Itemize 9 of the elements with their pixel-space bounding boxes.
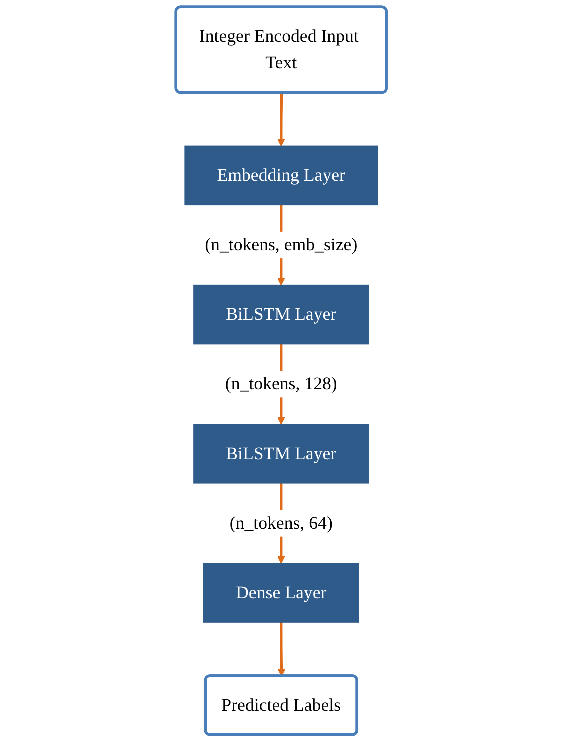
node-box: BiLSTM Layer bbox=[194, 424, 370, 484]
arrow bbox=[278, 622, 286, 677]
edge-label: (n_tokens, 64) bbox=[230, 514, 334, 534]
node-box: BiLSTM Layer bbox=[194, 284, 370, 345]
edge-label: (n_tokens, 128) bbox=[226, 374, 338, 394]
arrow bbox=[278, 93, 286, 147]
node-box: Embedding Layer bbox=[184, 146, 378, 206]
edge-label: (n_tokens, emb_size) bbox=[205, 235, 358, 256]
node-box: Dense Layer bbox=[204, 563, 360, 623]
